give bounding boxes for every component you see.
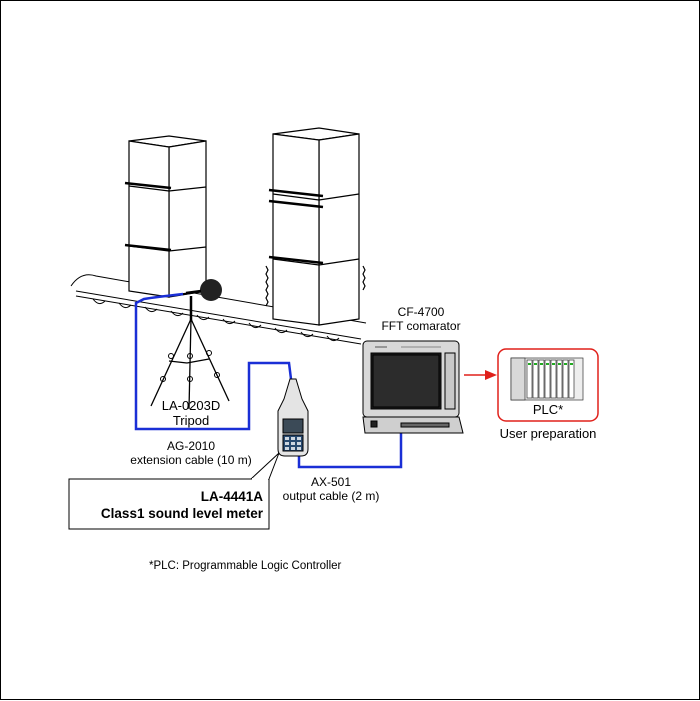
tripod-model: LA-0203D: [161, 398, 221, 413]
refrigerator-right: [265, 127, 366, 326]
extension-cable-label: AG-2010 extension cable (10 m): [111, 439, 271, 467]
tripod-label: LA-0203D Tripod: [151, 398, 231, 428]
fft-comparator-icon: [362, 340, 464, 434]
conveyor-rail: [70, 274, 367, 345]
footnote: *PLC: Programmable Logic Controller: [149, 560, 342, 572]
output-cable-desc: output cable (2 m): [282, 489, 380, 503]
plc-unit-icon: [510, 357, 584, 401]
extension-cable-model: AG-2010: [166, 439, 216, 453]
output-cable: [297, 433, 403, 469]
meter-label: LA-4441A Class1 sound level meter: [79, 488, 263, 522]
output-cable-model: AX-501: [310, 475, 352, 489]
output-cable-label: AX-501 output cable (2 m): [271, 475, 391, 503]
extension-cable: [134, 292, 293, 431]
meter-name: Class1 sound level meter: [100, 506, 263, 521]
comparator-name: FFT comarator: [381, 319, 461, 333]
refrigerator-left: [124, 135, 207, 298]
meter-callout-pointer: [250, 452, 280, 480]
plc-note: User preparation: [499, 426, 597, 441]
tripod-name: Tripod: [172, 413, 210, 428]
meter-callout-box: [68, 478, 270, 530]
sound-level-meter-icon: [277, 378, 309, 457]
plc-label: PLC*: [532, 402, 564, 417]
comparator-model: CF-4700: [397, 305, 445, 319]
microphone-windscreen-icon: [185, 279, 222, 301]
meter-model: LA-4441A: [200, 489, 263, 504]
comparator-label: CF-4700 FFT comarator: [366, 305, 476, 333]
extension-cable-desc: extension cable (10 m): [130, 453, 252, 467]
tripod: [150, 290, 230, 410]
signal-arrow: [464, 370, 497, 380]
